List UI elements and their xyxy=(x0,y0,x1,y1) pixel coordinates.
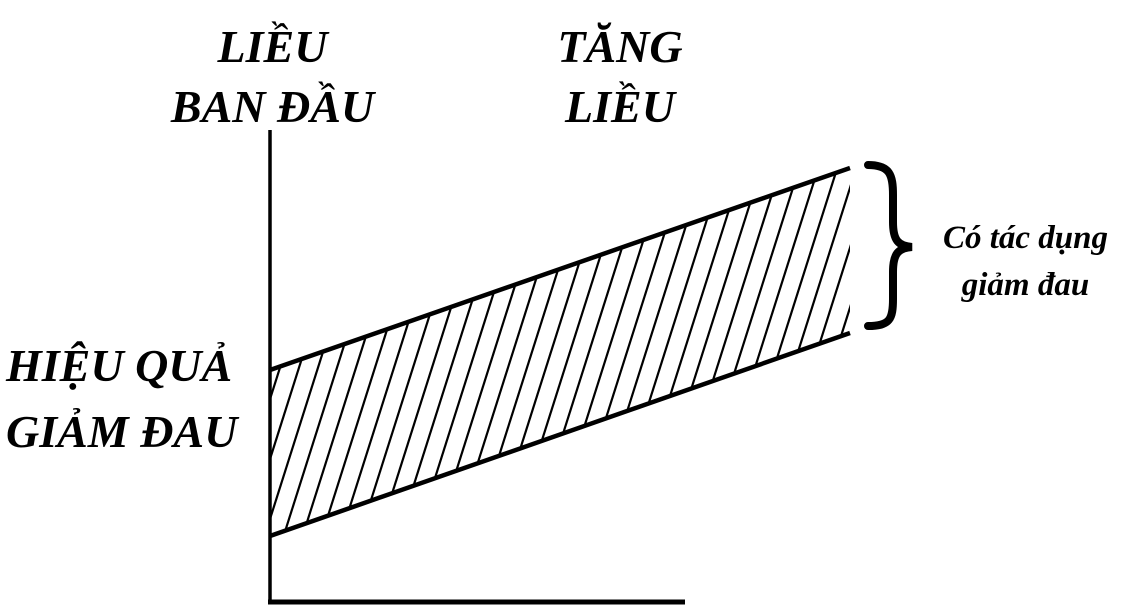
hatch-line xyxy=(270,168,351,536)
hatch-line xyxy=(521,168,655,536)
hatch-line xyxy=(635,168,769,536)
label-initial-dose-line1: LIỀU xyxy=(217,21,328,72)
label-has-analgesic-effect-line2: giảm đau xyxy=(961,267,1090,303)
hatch-line xyxy=(270,168,389,536)
hatch-line xyxy=(730,168,850,536)
hatch-line xyxy=(445,168,579,536)
hatch-line xyxy=(749,168,850,536)
hatch-line xyxy=(483,168,617,536)
label-increase-dose-line1: TĂNG xyxy=(557,21,683,72)
band-lower-line xyxy=(269,330,851,539)
label-has-analgesic-effect: Có tác dụng giảm đau xyxy=(928,208,1123,302)
hatch-line xyxy=(426,168,560,536)
label-analgesic-effect-line2: GIẢM ĐAU xyxy=(6,406,238,457)
hatch-line xyxy=(559,168,693,536)
hatch-line xyxy=(270,168,370,536)
label-increase-dose: TĂNG LIỀU xyxy=(520,10,720,130)
hatch-line xyxy=(806,168,850,536)
hatch-line xyxy=(540,168,674,536)
hatch-line xyxy=(578,168,712,536)
hatch-line xyxy=(274,168,408,536)
hatch-line xyxy=(407,168,541,536)
hatch-line xyxy=(884,150,1014,560)
label-analgesic-effect-line1: HIỆU QUẢ xyxy=(6,340,233,391)
label-increase-dose-line2: LIỀU xyxy=(565,81,675,132)
hatch-line xyxy=(597,168,731,536)
hatch-line xyxy=(865,150,995,560)
hatch-line xyxy=(692,168,826,536)
hatch-line xyxy=(502,168,636,536)
hatch-line xyxy=(711,168,845,536)
hatch-line xyxy=(369,168,503,536)
hatch-line xyxy=(787,168,850,536)
hatch-line xyxy=(388,168,522,536)
label-initial-dose-line2: BAN ĐẦU xyxy=(170,81,375,132)
band-upper-line xyxy=(269,165,851,373)
hatch-line xyxy=(844,168,850,536)
label-initial-dose: LIỀU BAN ĐẦU xyxy=(165,10,380,130)
hatch-line xyxy=(331,168,465,536)
hatch-line xyxy=(464,168,598,536)
right-curly-brace-icon xyxy=(864,161,913,330)
label-has-analgesic-effect-line1: Có tác dụng xyxy=(942,220,1109,256)
label-analgesic-effect: HIỆU QUẢ GIẢM ĐAU xyxy=(6,323,238,457)
